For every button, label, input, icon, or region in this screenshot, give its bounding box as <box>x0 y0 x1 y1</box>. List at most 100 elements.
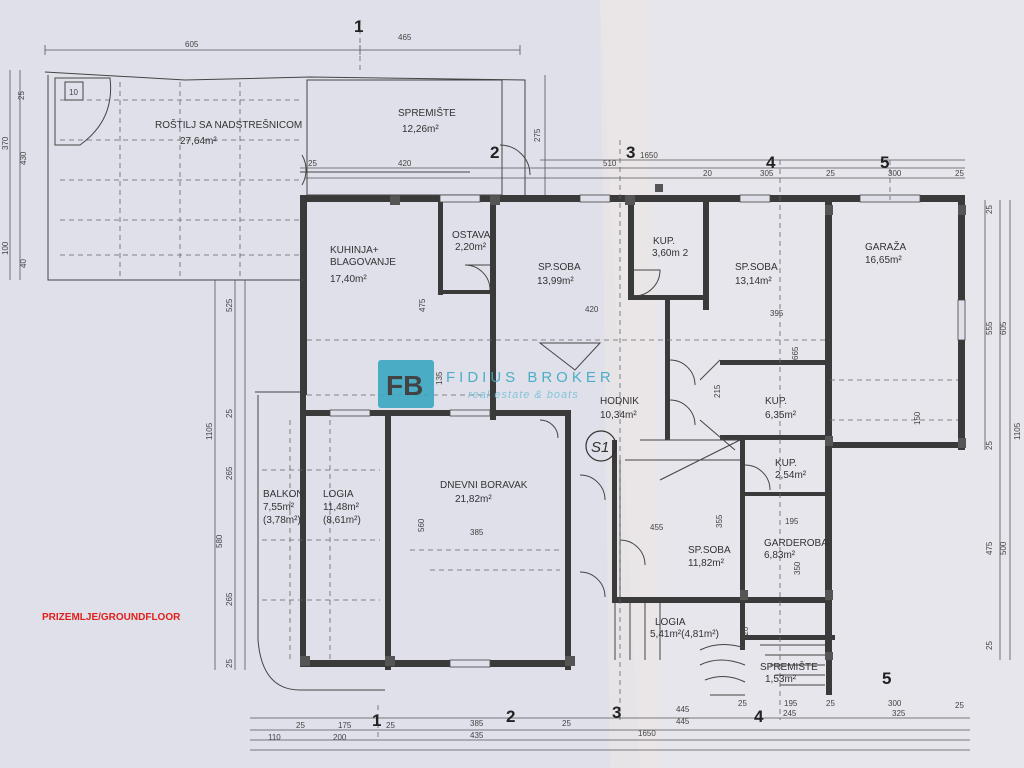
paper-sheet-left <box>0 0 640 768</box>
dim-left-370: 370 <box>1 136 10 150</box>
room-bath2-area: 6,35m² <box>765 410 797 421</box>
dim-right-475: 475 <box>985 541 994 555</box>
room-garage-area: 16,65m² <box>865 255 902 266</box>
room-rostilj-name: ROŠTILJ SA NADSTREŠNICOM <box>155 118 302 131</box>
dim-top-inner-300: 300 <box>888 169 902 178</box>
dim-bottom2-325: 325 <box>892 709 906 718</box>
axis-5-top: 5 <box>880 153 889 172</box>
room-storage2-area: 1,53m² <box>765 674 797 685</box>
dim-mid-120: 120 <box>741 626 750 640</box>
dim-left-1105: 1105 <box>205 422 214 440</box>
room-bedroom2-area: 13,14m² <box>735 276 772 287</box>
section-marker-label: S1 <box>591 439 609 456</box>
dim-bottom-25e: 25 <box>826 699 835 708</box>
dim-right-500: 500 <box>999 541 1008 555</box>
room-logia2-area: 5,41m²(4,81m²) <box>650 629 719 640</box>
storage-top <box>300 79 531 196</box>
brand-watermark: FB FIDIUS BROKER real estate & boats <box>378 360 611 408</box>
dim-left-525: 525 <box>225 298 234 312</box>
room-logia1-area2: (8,61m²) <box>323 515 361 526</box>
dim-bottom-25f: 25 <box>955 701 964 710</box>
room-rostilj-area: 27,64m² <box>180 136 217 147</box>
dim-bottom-25: 25 <box>296 721 305 730</box>
room-spremiste-name: SPREMIŠTE <box>398 106 456 119</box>
room-wardrobe-area: 6,83m² <box>764 550 796 561</box>
dim-left-25: 25 <box>225 409 234 418</box>
section-marker: S1 <box>585 430 617 462</box>
dim-mid-135: 135 <box>435 371 444 385</box>
dim-bottom-195: 195 <box>784 699 798 708</box>
dim-mid-385: 385 <box>470 528 484 537</box>
room-bedroom3-name: SP.SOBA <box>688 545 731 556</box>
room-hallway-area: 10,34m² <box>600 410 637 421</box>
room-bedroom3-area: 11,82m² <box>688 558 725 569</box>
dim-left-25b: 25 <box>225 659 234 668</box>
dim-mid-215: 215 <box>713 384 722 398</box>
dim-left-265b: 265 <box>225 592 234 606</box>
dim-mid-420: 420 <box>585 305 599 314</box>
room-bath2-name: KUP. <box>765 396 787 407</box>
brand-logo-mark: FB <box>386 370 423 401</box>
paper-sheet-right <box>600 0 1024 768</box>
dim-bottom2-435: 435 <box>470 731 484 740</box>
dim-top-inner-305: 305 <box>760 169 774 178</box>
room-wardrobe-name: GARDEROBA <box>764 538 828 549</box>
dim-bottom3-1650: 1650 <box>638 729 656 738</box>
dim-top-inner-25: 25 <box>308 159 317 168</box>
room-ostava-name: OSTAVA <box>452 230 491 241</box>
dim-mid-560: 560 <box>417 518 426 532</box>
dim-left-40: 40 <box>19 259 28 268</box>
room-balcony-name: BALKON <box>263 489 304 500</box>
room-kitchen-area: 17,40m² <box>330 274 367 285</box>
room-balcony-area2: (3,78m²) <box>263 515 301 526</box>
dimension-text: 605 465 1650 25 420 510 20 305 25 300 25… <box>1 33 1022 742</box>
dim-right-25c: 25 <box>985 641 994 650</box>
dim-mid-355: 355 <box>715 514 724 528</box>
bbq-canopy-area: 10 <box>44 71 526 281</box>
axis-4-top: 4 <box>766 153 776 172</box>
dim-left-580: 580 <box>215 534 224 548</box>
brand-tagline: real estate & boats <box>468 389 579 401</box>
axis-labels: 1 2 3 4 5 1 2 3 4 5 <box>354 17 891 730</box>
dim-left-100: 100 <box>1 241 10 255</box>
dim-bottom-385: 385 <box>470 719 484 728</box>
dim-bottom2-445: 445 <box>676 717 690 726</box>
dim-top-inner-20: 20 <box>703 169 712 178</box>
room-living-name: DNEVNI BORAVAK <box>440 480 528 491</box>
room-bedroom2-name: SP.SOBA <box>735 262 778 273</box>
room-wc-area: 2,54m² <box>775 470 807 481</box>
dim-left-265: 265 <box>225 466 234 480</box>
dim-bottom-25b: 25 <box>386 721 395 730</box>
axis-2-bottom: 2 <box>506 707 515 726</box>
svg-text:10: 10 <box>69 88 78 97</box>
room-garage-name: GARAŽA <box>865 240 906 253</box>
room-wc-name: KUP. <box>775 458 797 469</box>
room-labels: ROŠTILJ SA NADSTREŠNICOM 27,64m² SPREMIŠ… <box>155 106 906 685</box>
dim-top-inner-510: 510 <box>603 159 617 168</box>
door-arcs <box>464 264 771 598</box>
axis-3-bottom: 3 <box>612 703 621 722</box>
dim-mid-350: 350 <box>793 561 802 575</box>
dim-mid-665: 665 <box>791 346 800 360</box>
dim-top-inner-420: 420 <box>398 159 412 168</box>
axis-2-top: 2 <box>490 143 499 162</box>
room-bath1-area: 3,60m 2 <box>652 248 689 259</box>
dim-top-inner-25b: 25 <box>826 169 835 178</box>
stairs <box>614 603 825 696</box>
dim-mid-195: 195 <box>785 517 799 526</box>
room-logia2-name: LOGIA <box>655 617 686 628</box>
dim-mid-475: 475 <box>418 298 427 312</box>
axis-4-bottom: 4 <box>754 707 764 726</box>
dim-bottom-25c: 25 <box>562 719 571 728</box>
room-balcony-area: 7,55m² <box>263 502 295 513</box>
room-ostava-area: 2,20m² <box>455 242 487 253</box>
dim-right-1105: 1105 <box>1013 422 1022 440</box>
room-storage2-name: SPREMIŠTE <box>760 660 818 673</box>
axis-lines <box>359 20 891 740</box>
balcony-outline <box>255 391 385 691</box>
room-living-area: 21,82m² <box>455 494 492 505</box>
dim-bottom2-200: 200 <box>333 733 347 742</box>
room-kitchen-name2: BLAGOVANJE <box>330 257 396 268</box>
brand-logo-box <box>378 360 434 408</box>
